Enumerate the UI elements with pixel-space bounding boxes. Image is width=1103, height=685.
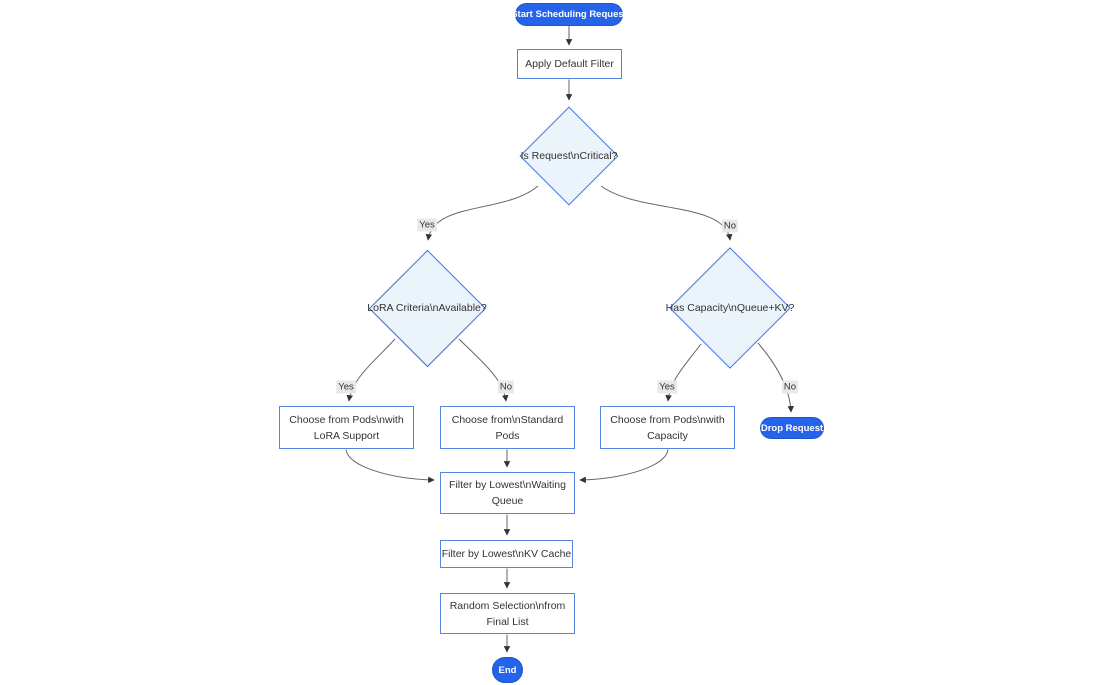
- edge-capacity-pods-to-waiting-queue: [579, 449, 669, 484]
- node-lora-criteria-available: LoRA Criteria\nAvailable?: [367, 248, 487, 368]
- node-drop-request: Drop Request: [760, 417, 824, 439]
- node-apply-default-filter: Apply Default Filter: [517, 49, 622, 79]
- node-random-selection: Random Selection\nfrom Final List: [440, 593, 575, 634]
- edge-label-capacity-no: No: [781, 380, 799, 394]
- node-apply-default-filter-label: Apply Default Filter: [525, 58, 614, 70]
- node-choose-pods-capacity-label: Choose from Pods\nwith Capacity: [610, 413, 725, 442]
- edge-label-critical-no: No: [721, 219, 739, 233]
- edge-label-lora-no: No: [497, 380, 515, 394]
- node-filter-kv-cache: Filter by Lowest\nKV Cache: [440, 540, 573, 568]
- node-drop-request-label: Drop Request: [760, 422, 824, 434]
- node-start: Start Scheduling Request: [511, 3, 627, 26]
- node-lora-criteria-available-label: LoRA Criteria\nAvailable?: [367, 302, 487, 314]
- edge-label-critical-yes: Yes: [417, 218, 437, 232]
- node-choose-pods-lora-label: Choose from Pods\nwith LoRA Support: [289, 413, 404, 442]
- node-choose-pods-capacity: Choose from Pods\nwith Capacity: [600, 406, 735, 449]
- node-is-request-critical: Is Request\nCritical?: [518, 105, 620, 207]
- edge-lora-pods-to-waiting-queue: [345, 449, 435, 484]
- node-is-request-critical-label: Is Request\nCritical?: [520, 150, 618, 162]
- node-random-selection-label: Random Selection\nfrom Final List: [449, 599, 566, 628]
- node-choose-standard-pods: Choose from\nStandard Pods: [440, 406, 575, 449]
- node-filter-waiting-queue-label: Filter by Lowest\nWaiting Queue: [449, 479, 566, 507]
- node-end: End: [492, 657, 523, 683]
- node-filter-kv-cache-label: Filter by Lowest\nKV Cache: [441, 548, 572, 560]
- node-filter-waiting-queue: Filter by Lowest\nWaiting Queue: [440, 472, 575, 514]
- node-end-label: End: [498, 664, 517, 676]
- node-has-capacity-queue-kv-label: Has Capacity\nQueue+KV?: [665, 302, 795, 314]
- node-has-capacity-queue-kv: Has Capacity\nQueue+KV?: [665, 246, 795, 370]
- edge-critical-no: [600, 185, 733, 241]
- edge-label-lora-yes: Yes: [336, 380, 356, 394]
- node-start-label: Start Scheduling Request: [511, 9, 627, 20]
- node-choose-standard-pods-label: Choose from\nStandard Pods: [451, 413, 564, 442]
- edge-label-capacity-yes: Yes: [657, 380, 677, 394]
- node-choose-pods-lora: Choose from Pods\nwith LoRA Support: [279, 406, 414, 449]
